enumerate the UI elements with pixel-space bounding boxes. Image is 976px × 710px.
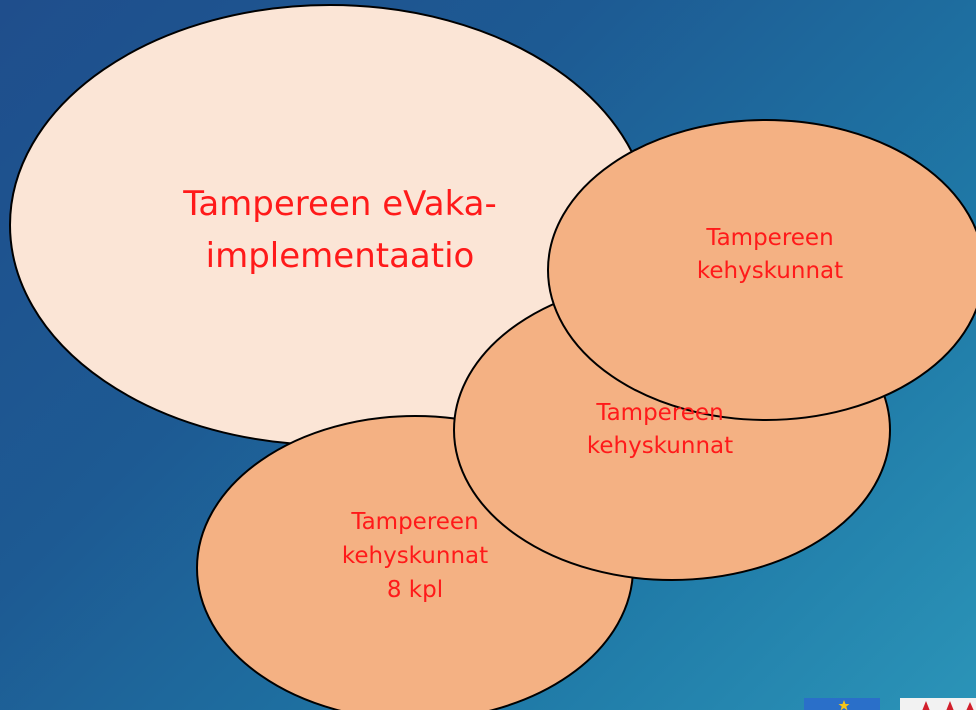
main-label-line-2: implementaatio <box>205 236 475 276</box>
middle-label-line-2: kehyskunnat <box>586 433 734 459</box>
middle-label-line-1: Tampereen <box>596 400 724 426</box>
bottom-ellipse-label: Tampereen kehyskunnat 8 kpl <box>295 505 535 607</box>
top-right-label-line-1: Tampereen <box>706 225 834 251</box>
municipal-crest-blue-logo <box>804 698 880 710</box>
main-ellipse-label: Tampereen eVaka- implementaatio <box>120 178 560 282</box>
bottom-label-line-1: Tampereen <box>351 509 479 535</box>
bottom-label-line-3: 8 kpl <box>386 577 444 603</box>
middle-ellipse-label: Tampereen kehyskunnat <box>540 397 780 463</box>
top-right-ellipse <box>547 119 976 421</box>
main-label-line-1: Tampereen eVaka- <box>183 184 497 224</box>
municipal-crest-white-logo <box>900 698 976 710</box>
bottom-label-line-2: kehyskunnat <box>341 543 489 569</box>
top-right-label-line-2: kehyskunnat <box>696 258 844 284</box>
top-right-ellipse-label: Tampereen kehyskunnat <box>650 222 890 288</box>
